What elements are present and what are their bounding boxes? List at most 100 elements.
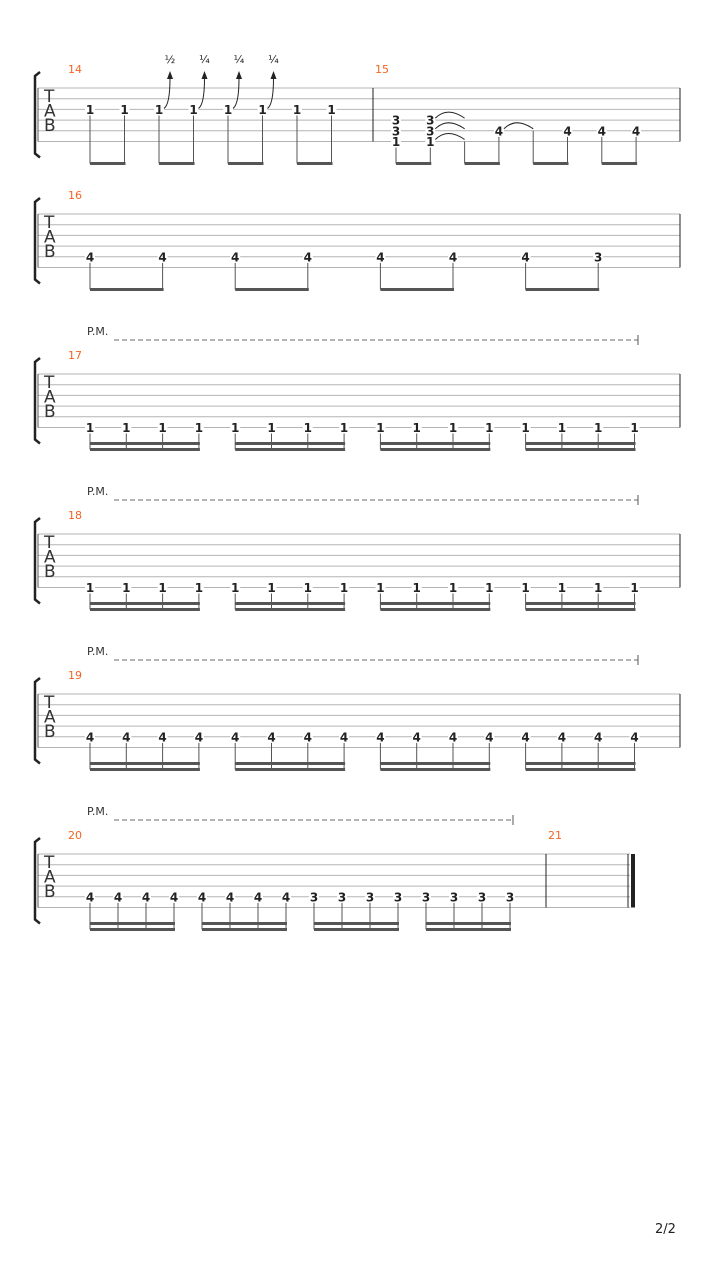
fret-number: 3: [506, 890, 514, 904]
fret-background: [223, 103, 233, 116]
fret-number: 3: [394, 890, 402, 904]
tie-arc: [434, 122, 465, 130]
beam: [533, 162, 569, 165]
fret-number: 1: [485, 581, 493, 595]
fret-background: [253, 890, 263, 903]
bend-arrow-icon: [270, 71, 277, 79]
fret-number: 4: [114, 890, 122, 904]
fret-background: [302, 730, 313, 743]
beam: [235, 602, 346, 605]
fret-number: 1: [304, 421, 312, 435]
system-bracket: [33, 677, 41, 765]
beam: [601, 162, 638, 165]
tie-arc: [434, 133, 465, 140]
fret-number: 1: [158, 581, 166, 595]
fret-number: 4: [86, 250, 94, 264]
fret-number: 4: [282, 890, 290, 904]
fret-background: [411, 421, 422, 434]
fret-background: [266, 730, 277, 743]
fret-background: [425, 135, 436, 148]
fret-background: [157, 250, 168, 263]
fret-background: [154, 103, 164, 116]
fret-number: 1: [449, 421, 457, 435]
fret-number: 4: [449, 730, 457, 744]
tab-clef-letter: B: [44, 882, 56, 902]
beam: [464, 162, 500, 165]
tab-clef-letter: A: [44, 228, 56, 248]
beam: [228, 162, 264, 165]
fret-background: [157, 581, 168, 594]
system-bracket: [33, 71, 41, 159]
beam: [90, 922, 175, 925]
fret-background: [593, 250, 604, 263]
fret-background: [281, 890, 291, 903]
fret-background: [448, 250, 458, 263]
fret-number: 1: [189, 103, 197, 117]
fret-background: [193, 421, 204, 434]
fret-number: 4: [86, 890, 94, 904]
fret-background: [391, 135, 401, 148]
bend-arrow-icon: [236, 71, 242, 79]
fret-background: [484, 730, 495, 743]
fret-number: 1: [340, 581, 348, 595]
fret-background: [326, 103, 337, 116]
fret-number: 1: [521, 581, 529, 595]
measure-number: 20: [68, 829, 82, 842]
tie-arc: [503, 122, 534, 130]
beam: [525, 762, 636, 765]
bend-arrow-icon: [167, 71, 173, 79]
tab-clef-letter: T: [43, 693, 55, 713]
fret-background: [375, 250, 386, 263]
bend-curve: [163, 77, 171, 109]
fret-background: [339, 730, 350, 743]
fret-number: 4: [413, 730, 421, 744]
fret-number: 3: [422, 890, 430, 904]
system-bracket: [33, 357, 41, 445]
fret-number: 4: [521, 250, 529, 264]
fret-number: 3: [392, 124, 400, 138]
fret-number: 3: [594, 250, 602, 264]
fret-number: 4: [195, 730, 203, 744]
tab-clef-letter: T: [43, 87, 55, 107]
fret-number: 1: [426, 135, 434, 149]
fret-background: [230, 730, 241, 743]
beam: [90, 928, 175, 931]
measure-number: 19: [68, 669, 82, 682]
fret-number: 3: [366, 890, 374, 904]
fret-background: [119, 103, 130, 116]
tab-clef-letter: B: [44, 242, 56, 262]
beam: [380, 448, 491, 451]
fret-background: [85, 730, 95, 743]
beam: [426, 928, 511, 931]
fret-background: [477, 890, 487, 903]
fret-number: 1: [558, 421, 566, 435]
fret-background: [391, 124, 401, 137]
beam: [380, 442, 491, 445]
fret-number: 1: [86, 581, 94, 595]
fret-background: [556, 581, 567, 594]
measure-number: 17: [68, 349, 82, 362]
beam: [525, 442, 636, 445]
beam: [525, 602, 636, 605]
fret-background: [593, 581, 604, 594]
beam: [90, 602, 200, 605]
fret-background: [292, 103, 302, 116]
fret-number: 1: [195, 421, 203, 435]
fret-background: [193, 730, 204, 743]
beam: [525, 768, 636, 771]
fret-number: 1: [594, 421, 602, 435]
palm-mute-label: P.M.: [87, 325, 108, 338]
fret-background: [193, 581, 204, 594]
fret-number: 1: [413, 421, 421, 435]
fret-background: [169, 890, 179, 903]
beam: [90, 608, 200, 611]
fret-number: 4: [376, 730, 384, 744]
fret-number: 1: [293, 103, 301, 117]
fret-background: [302, 250, 313, 263]
system-bracket: [33, 837, 41, 925]
fret-background: [85, 581, 95, 594]
fret-number: 4: [142, 890, 150, 904]
fret-number: 4: [495, 124, 503, 138]
bend-amount: ¼: [268, 53, 279, 66]
